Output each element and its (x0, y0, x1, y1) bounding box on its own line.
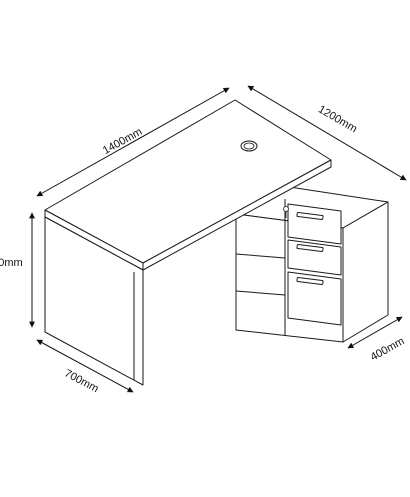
dimension-label-height: 750mm (0, 257, 23, 269)
drawer-2-handle (296, 244, 324, 252)
drawer-2 (287, 239, 342, 276)
dimension-label-top-length: 1400mm (101, 126, 144, 157)
drawer-3 (287, 271, 342, 326)
cable-grommet-icon (240, 140, 258, 152)
drawer-1-handle (296, 212, 324, 220)
dimension-height: 750mm (0, 212, 35, 328)
drawer-3-handle (296, 277, 324, 285)
side-cabinet (235, 185, 389, 343)
lock-icon (283, 206, 289, 218)
shelf-1 (235, 253, 286, 259)
shelf-2 (235, 290, 286, 296)
dimension-label-cabinet-depth: 400mm (369, 335, 407, 363)
drawer-1 (287, 203, 342, 245)
